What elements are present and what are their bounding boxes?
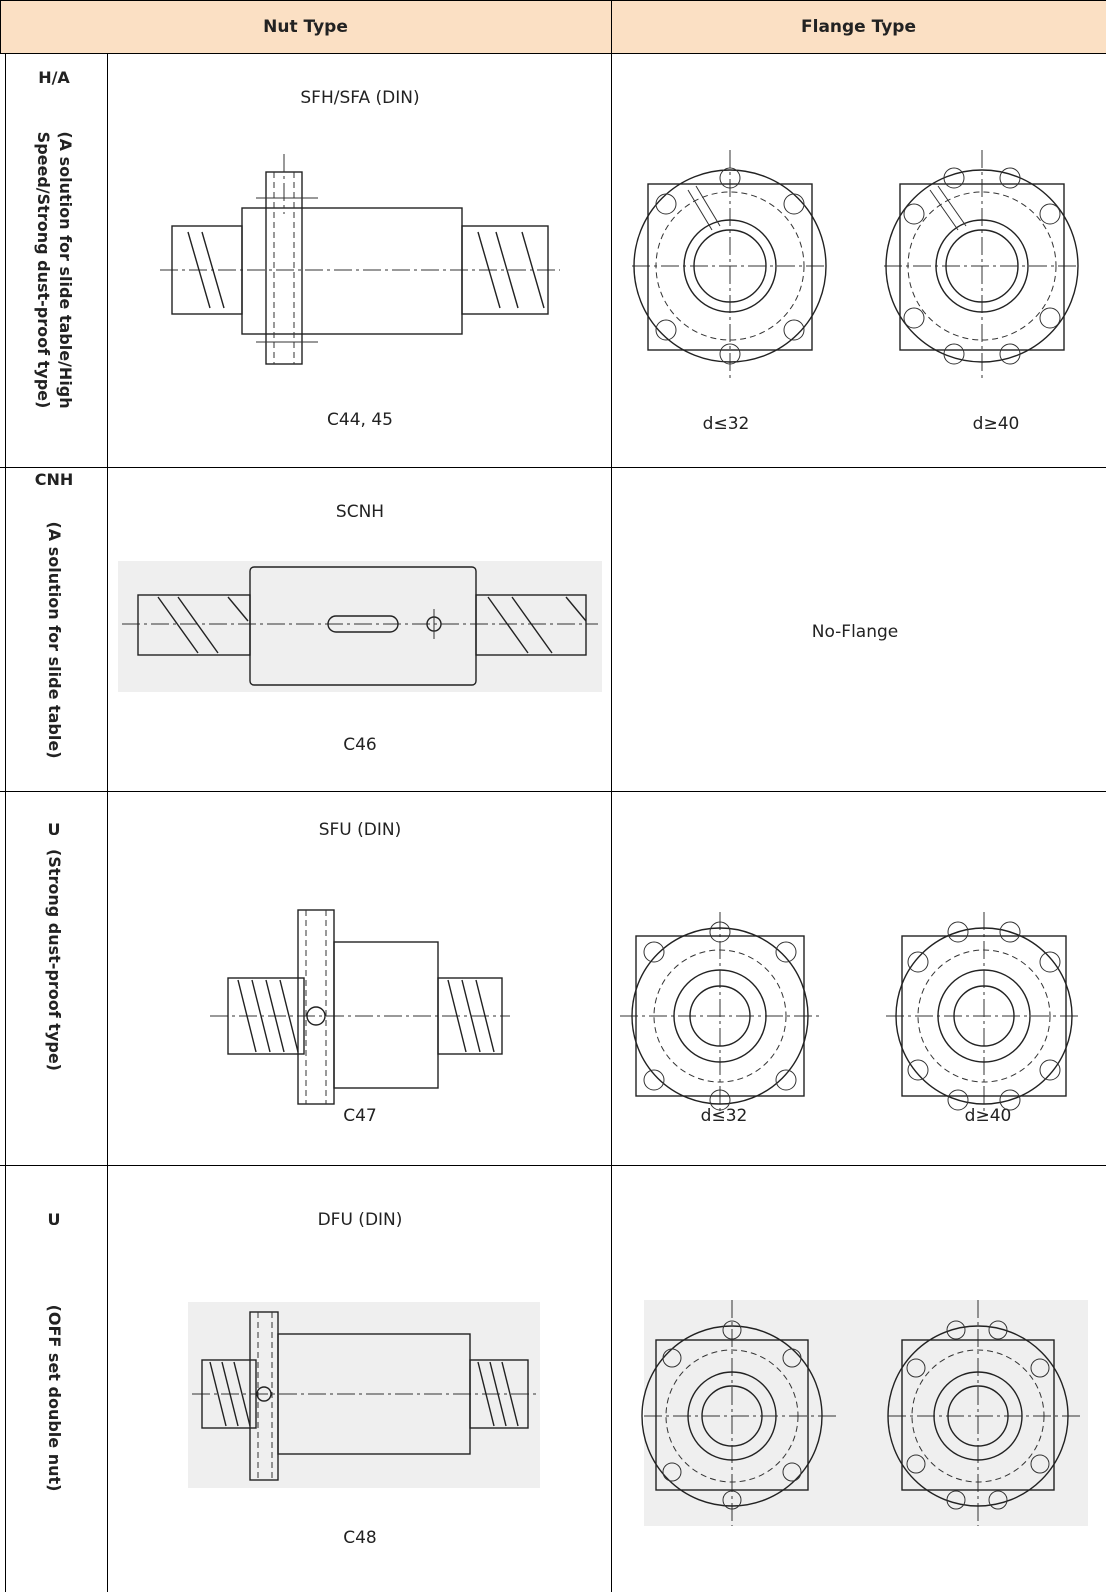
row-3-flange-small-label: d≤32 (700, 1106, 748, 1126)
grid-line (0, 53, 1106, 54)
header-nut-type: Nut Type (0, 0, 611, 53)
row-1-flange-small-label: d≤32 (702, 414, 750, 434)
row-1-code: H/A (38, 68, 70, 87)
grid-line (0, 791, 1106, 792)
row-1-flange-large-label: d≥40 (972, 414, 1020, 434)
row-2-model: SCNH (335, 502, 385, 522)
row-2-no-flange: No-Flange (811, 622, 899, 642)
grid-line (107, 53, 108, 1592)
row-2-page-ref: C46 (343, 735, 377, 755)
row-1-page-ref: C44, 45 (327, 410, 393, 430)
row-3-page-ref: C47 (343, 1106, 377, 1126)
sfh-nut-drawing (160, 154, 560, 365)
row-3-code: U (47, 820, 61, 839)
dfu-flange-small-drawing (641, 1300, 840, 1526)
row-2-description: (A solution for slide table) (45, 521, 64, 759)
flange-small-drawing (632, 150, 828, 380)
sfu-flange-large-drawing (886, 912, 1082, 1112)
scnh-nut-drawing (122, 566, 598, 686)
grid-line (0, 0, 1106, 1)
row-4-code: U (47, 1210, 61, 1229)
dfu-flange-large-drawing (887, 1300, 1084, 1526)
dfu-flange-bg (644, 1300, 1088, 1526)
dfu-nut-drawing (192, 1311, 536, 1481)
row-4-description: (OFF set double nut) (45, 1304, 64, 1492)
row-3-description: (Strong dust-proof type) (45, 849, 64, 1071)
row-1-model: SFH/SFA (DIN) (300, 88, 420, 108)
grid-line (0, 1165, 1106, 1166)
grid-line (611, 0, 612, 1592)
grid-line (0, 0, 1, 53)
sfu-nut-drawing (210, 909, 510, 1105)
row-1-description: (A solution for slide table/High Speed/S… (34, 131, 75, 409)
grid-line (5, 53, 6, 1592)
row-3-model: SFU (DIN) (318, 820, 402, 840)
row-4-page-ref: C48 (343, 1528, 377, 1548)
row-4-model: DFU (DIN) (317, 1210, 403, 1230)
grid-line (0, 467, 1106, 468)
header-flange-type: Flange Type (611, 0, 1106, 53)
sfu-flange-small-drawing (620, 912, 820, 1112)
row-2-code: CNH (34, 470, 74, 489)
row-3-flange-large-label: d≥40 (964, 1106, 1012, 1126)
dfu-drawing-bg (188, 1302, 540, 1488)
flange-large-drawing (884, 150, 1080, 380)
